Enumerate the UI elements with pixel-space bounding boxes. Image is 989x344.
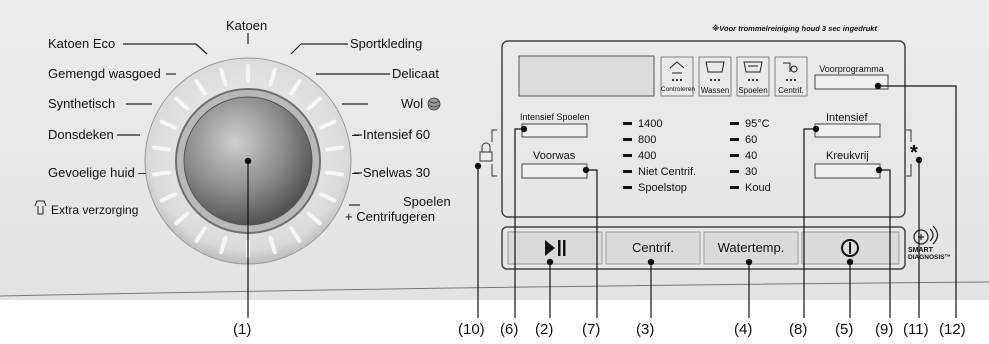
knob-tick bbox=[289, 226, 302, 243]
callout-dots bbox=[244, 82, 923, 266]
knob-tick bbox=[325, 145, 345, 152]
callout-2: (2) bbox=[535, 321, 554, 338]
spin-option-spoelstop: Spoelstop bbox=[638, 182, 687, 194]
knob-tick bbox=[159, 119, 178, 130]
spin-option-niet-centrif: Niet Centrif. bbox=[638, 166, 697, 178]
program-gevoelige-huid: Gevoelige huid – bbox=[48, 165, 146, 180]
play-pause-icon bbox=[545, 240, 566, 256]
temp-option-60: 60 bbox=[745, 134, 758, 146]
intensief-button-rect[interactable] bbox=[814, 123, 881, 138]
status-glyphs bbox=[669, 61, 798, 74]
knob-tick bbox=[219, 235, 228, 255]
program-snelwas-30: – Snelwas 30 bbox=[352, 165, 431, 180]
callout-11: (11) bbox=[903, 321, 929, 338]
knob-tick bbox=[306, 211, 322, 226]
voorwas-button-rect[interactable] bbox=[521, 163, 588, 179]
centrif-button-label: Centrif. bbox=[632, 240, 674, 255]
callout-1: (1) bbox=[233, 321, 252, 338]
temp-option-95: 95°C bbox=[745, 118, 770, 130]
program-donsdeken: Donsdeken bbox=[48, 127, 114, 142]
program-gemengd-wasgoed: Gemengd wasgoed bbox=[48, 66, 161, 81]
program-sportkleding: Sportkleding bbox=[350, 36, 423, 51]
program-katoen: Katoen bbox=[226, 18, 268, 33]
program-delicaat: Delicaat bbox=[392, 66, 439, 81]
spin-option-400: 400 bbox=[638, 150, 657, 162]
status-label-centrif: Centrif. bbox=[778, 86, 804, 95]
knob-tick bbox=[174, 96, 190, 111]
child-lock-icon bbox=[479, 142, 493, 162]
knob-tick bbox=[194, 79, 207, 96]
knob-label-lines bbox=[117, 33, 390, 206]
program-centrifugeren: + Centrifugeren bbox=[345, 209, 435, 224]
program-katoen-eco: Katoen Eco bbox=[48, 36, 116, 51]
voorprogramma-button-rect[interactable] bbox=[814, 74, 889, 90]
callout-4: (4) bbox=[734, 321, 753, 338]
callout-8: (8) bbox=[789, 321, 808, 338]
callout-lines bbox=[247, 85, 957, 318]
drum-clean-note: ※Voor trommelreiniging houd 3 sec ingedr… bbox=[712, 24, 877, 33]
knob-tick bbox=[306, 96, 322, 111]
spin-option-800: 800 bbox=[638, 134, 657, 146]
status-label-wassen: Wassen bbox=[700, 86, 730, 95]
intensief-spoelen-label: Intensief Spoelen bbox=[520, 112, 590, 122]
temp-option-40: 40 bbox=[745, 150, 758, 162]
knob-tick bbox=[219, 67, 228, 87]
intensief-label: Intensief bbox=[826, 112, 868, 124]
power-icon bbox=[841, 239, 859, 257]
knob-tick bbox=[318, 192, 337, 203]
status-dots bbox=[671, 78, 797, 82]
led-indicators bbox=[623, 122, 739, 189]
star-symbol: * bbox=[910, 142, 918, 164]
lock-brackets bbox=[491, 129, 912, 177]
callout-7: (7) bbox=[582, 321, 601, 338]
temp-option-30: 30 bbox=[745, 166, 758, 178]
program-synthetisch: Synthetisch bbox=[48, 96, 116, 111]
status-label-controleren: Controleren bbox=[661, 86, 695, 93]
diagnosis-label: DIAGNOSIS™ bbox=[908, 254, 951, 261]
watertemp-button[interactable] bbox=[703, 231, 799, 265]
knob-tick bbox=[159, 192, 178, 203]
knob-tick bbox=[151, 170, 171, 177]
knob-tick bbox=[325, 170, 345, 177]
temp-option-koud: Koud bbox=[745, 182, 771, 194]
spin-option-1400: 1400 bbox=[638, 118, 663, 130]
callout-5: (5) bbox=[835, 321, 854, 338]
voorprogramma-label: Voorprogramma bbox=[819, 64, 884, 74]
panel-edge bbox=[0, 281, 989, 297]
knob-tick bbox=[174, 211, 190, 226]
wool-icon bbox=[427, 97, 441, 111]
callout-12: (12) bbox=[939, 321, 966, 338]
extra-care-icon bbox=[34, 200, 47, 215]
knob-tick bbox=[194, 226, 207, 243]
knob-tick bbox=[289, 79, 302, 96]
callout-9: (9) bbox=[875, 321, 894, 338]
callout-3: (3) bbox=[636, 321, 655, 338]
knob-tick bbox=[268, 67, 277, 87]
kreukvrij-label: Kreukvrij bbox=[826, 150, 869, 162]
knob-tick bbox=[151, 145, 171, 152]
callout-10: (10) bbox=[458, 321, 485, 338]
program-intensief-60: – Intensief 60 bbox=[352, 127, 431, 142]
lcd-display bbox=[518, 55, 655, 97]
smart-diagnosis-icon bbox=[913, 225, 939, 245]
program-extra-verzorging: Extra verzorging bbox=[51, 203, 139, 217]
program-wol: Wol bbox=[401, 96, 424, 111]
intensief-spoelen-button-rect[interactable] bbox=[521, 123, 588, 138]
display-window bbox=[501, 40, 906, 218]
callout-6: (6) bbox=[500, 321, 519, 338]
status-label-spoelen: Spoelen bbox=[738, 86, 768, 95]
program-spoelen: Spoelen bbox=[403, 194, 451, 209]
centrif-button[interactable] bbox=[605, 231, 701, 265]
watertemp-button-label: Watertemp. bbox=[717, 240, 785, 255]
knob-tick bbox=[318, 119, 337, 130]
voorwas-label: Voorwas bbox=[533, 150, 576, 162]
kreukvrij-button-rect[interactable] bbox=[814, 163, 881, 179]
knob-tick bbox=[268, 235, 277, 255]
smart-label: SMART bbox=[908, 247, 933, 254]
